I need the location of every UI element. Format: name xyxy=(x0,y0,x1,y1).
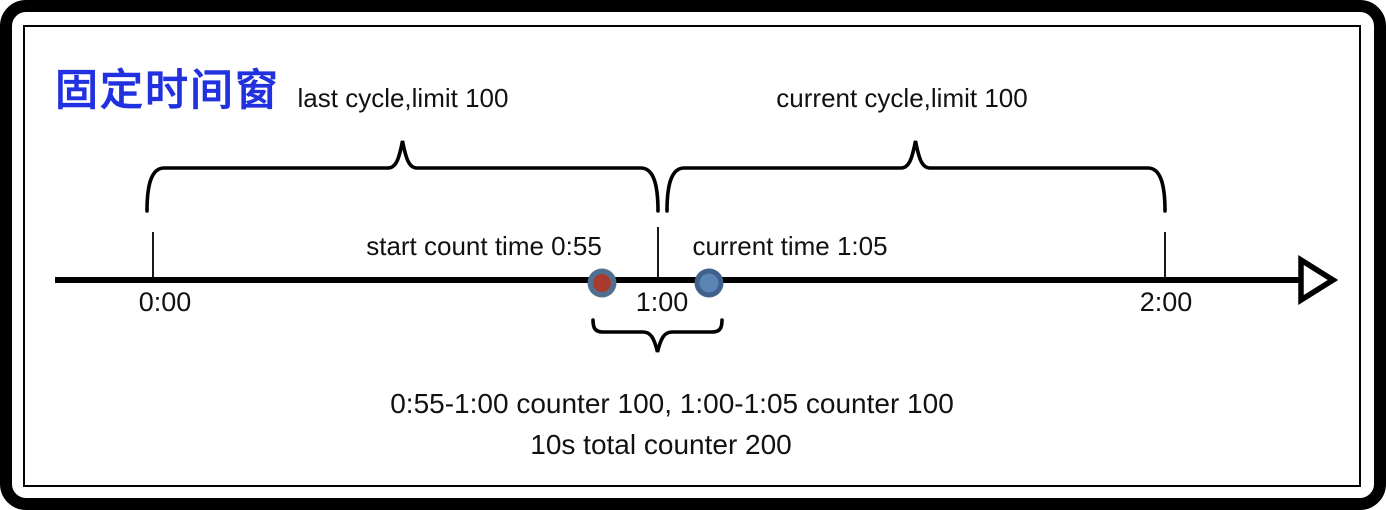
timeline-arrow-icon xyxy=(1298,255,1339,305)
summary-line-1: 0:55-1:00 counter 100, 1:00-1:05 counter… xyxy=(390,388,954,419)
inner-border xyxy=(23,25,1361,487)
page-title: 固定时间窗 xyxy=(55,67,280,115)
cycle-label-last: last cycle,limit 100 xyxy=(297,83,509,113)
overbrace-current-cycle xyxy=(665,140,1167,213)
tick-label-2-00: 2:00 xyxy=(1139,287,1193,317)
tick-label-1-00: 1:00 xyxy=(635,287,689,317)
start-count-dot xyxy=(587,268,617,298)
tick-label-0-00: 0:00 xyxy=(138,287,192,317)
cycle-label-current: current cycle,limit 100 xyxy=(776,83,1028,113)
underbrace-counted-window xyxy=(591,318,724,353)
current-time-dot xyxy=(694,268,724,298)
summary-line-2: 10s total counter 200 xyxy=(530,429,792,460)
overbrace-last-cycle xyxy=(145,140,660,213)
marker-label-current-time: current time 1:05 xyxy=(692,231,888,261)
marker-label-start-count: start count time 0:55 xyxy=(366,231,602,261)
